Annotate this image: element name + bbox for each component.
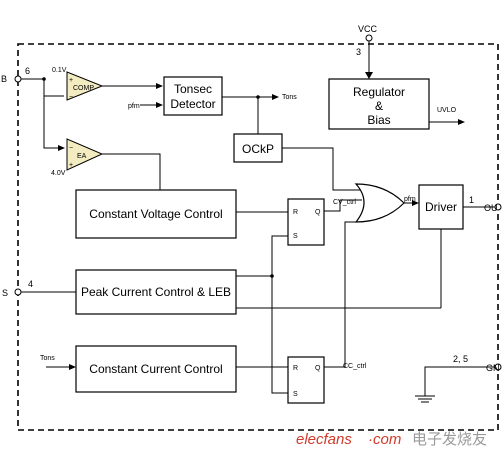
flipflop-cc	[287, 356, 325, 404]
tonsec-label-1: Tonsec	[174, 82, 212, 96]
uvlo-signal: UVLO	[437, 107, 457, 114]
comp-label: COMP	[73, 85, 94, 92]
watermark-brand: elecfans	[296, 431, 352, 448]
driver-label: Driver	[425, 200, 457, 214]
regulator-label-1: Regulator	[353, 85, 405, 99]
svg-text:−: −	[69, 145, 73, 152]
svg-text:+: +	[69, 162, 73, 169]
svg-text:S: S	[293, 391, 298, 398]
ic-boundary	[17, 43, 499, 431]
watermark-cn: 电子发烧友	[412, 431, 487, 448]
regulator-block	[328, 78, 430, 130]
gnd-pin-number: 2, 5	[453, 354, 468, 364]
peak-current-label: Peak Current Control & LEB	[81, 285, 231, 299]
cs-pin-name: S	[2, 288, 8, 298]
vcc-pin-number: 3	[356, 47, 361, 57]
tons-input-signal: Tons	[40, 355, 55, 362]
fb-pin-terminal	[14, 75, 22, 83]
out-pin-number: 1	[469, 195, 474, 205]
peak-current-block	[75, 269, 237, 315]
svg-text:Q: Q	[315, 209, 321, 216]
svg-text:R: R	[293, 209, 298, 216]
out-pin-terminal	[494, 203, 502, 211]
cv-ctrl-signal: CV_ctrl	[333, 199, 356, 206]
or-gate	[354, 183, 405, 223]
cv-control-label: Constant Voltage Control	[89, 207, 222, 221]
vcc-pin-name: VCC	[358, 24, 378, 34]
cc-ctrl-signal: CC_ctrl	[343, 363, 367, 370]
regulator-label-2: &	[375, 99, 383, 113]
regulator-label-3: Bias	[367, 113, 390, 127]
comp-reference: 0.1V	[52, 67, 67, 74]
tons-output-signal: Tons	[282, 94, 297, 101]
svg-text:S: S	[293, 233, 298, 240]
cc-control-label: Constant Current Control	[89, 362, 222, 376]
svg-text:−: −	[69, 94, 73, 101]
out-pin-name: OU	[484, 203, 498, 213]
pfm-input-signal: pfm	[128, 103, 140, 110]
fb-pin-name: B	[1, 74, 7, 84]
ockp-label: OCkP	[242, 142, 274, 156]
tonsec-label-2: Detector	[170, 97, 215, 111]
pfm-gate-signal: pfm	[404, 196, 416, 203]
svg-text:R: R	[293, 365, 298, 372]
cs-pin-terminal	[14, 288, 22, 296]
cv-control-block	[75, 189, 237, 239]
ea-amplifier	[66, 138, 104, 171]
svg-text:+: +	[69, 77, 73, 84]
svg-text:Q: Q	[315, 365, 321, 372]
flipflop-cv	[287, 198, 325, 246]
vcc-pin-terminal	[365, 34, 373, 42]
ea-label: EA	[77, 153, 87, 160]
watermark-domain: ·com	[368, 431, 401, 448]
tonsec-detector-block	[163, 76, 223, 116]
ockp-block	[233, 133, 283, 163]
gnd-pin-name: GN	[486, 363, 500, 373]
cc-control-block	[75, 345, 237, 393]
fb-pin-number: 6	[25, 66, 30, 76]
ea-reference: 4.0V	[51, 170, 66, 177]
cs-pin-number: 4	[28, 279, 33, 289]
comp-amplifier	[66, 71, 104, 101]
